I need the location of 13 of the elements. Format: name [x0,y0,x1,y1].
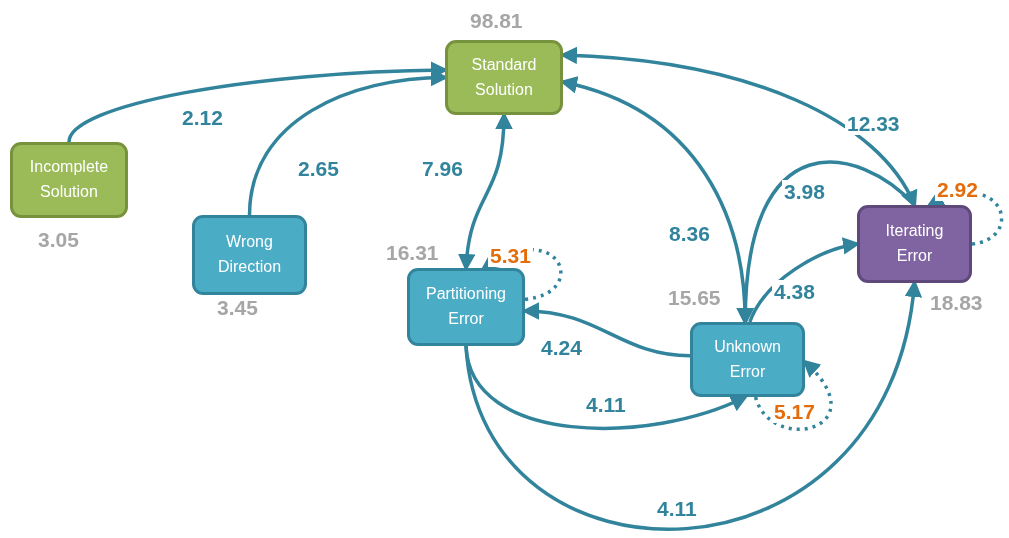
node-value: 3.05 [38,228,79,252]
state-box: Incomplete Solution [10,142,128,218]
node-value: 98.81 [470,9,523,33]
state-box: Iterating Error [857,205,972,283]
node-value: 15.65 [668,286,721,310]
node-value: 18.83 [930,291,983,315]
state-box: Standard Solution [445,40,563,115]
state-box: Wrong Direction [192,215,307,295]
self-loop-arrow [753,359,833,431]
state-box: Unknown Error [690,322,805,397]
state-box: Partitioning Error [407,268,525,346]
node-value: 3.45 [217,296,258,320]
node-value: 16.31 [386,241,439,265]
